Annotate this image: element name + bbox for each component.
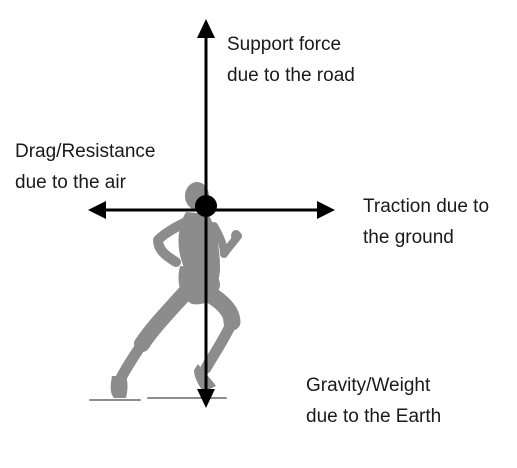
runner-rear-shin	[114, 338, 148, 386]
drag-arrowhead	[88, 201, 106, 219]
traction-force-line1: Traction due to	[363, 196, 490, 217]
drag-force-line1: Drag/Resistance	[15, 141, 156, 162]
drag-force-label: Drag/Resistance due to the air	[15, 136, 155, 198]
gravity-force-label: Gravity/Weight due to the Earth	[306, 370, 441, 432]
support-force-line1: Support force	[227, 34, 342, 55]
runner-rear-leg	[134, 284, 194, 352]
support-force-line2: due to the road	[227, 65, 355, 86]
gravity-arrowhead	[197, 389, 215, 408]
gravity-force-line1: Gravity/Weight	[306, 375, 431, 396]
runner-rear-foot	[110, 376, 128, 398]
support-force-label: Support force due to the road	[227, 29, 355, 91]
traction-arrowhead	[317, 201, 335, 219]
runner-front-thigh	[197, 283, 241, 331]
runner-front-arm	[210, 222, 242, 258]
support-arrowhead	[197, 19, 215, 38]
runner-front-hand	[231, 230, 241, 242]
runner-back-arm	[153, 215, 195, 267]
force-arrows	[88, 19, 335, 408]
drag-force-line2: due to the air	[15, 172, 126, 193]
gravity-force-line2: due to the Earth	[306, 406, 442, 427]
runner-silhouette	[89, 182, 242, 401]
runner-front-shin	[200, 316, 238, 374]
traction-force-line2: the ground	[363, 227, 454, 248]
center-of-mass-dot	[195, 195, 217, 217]
traction-force-label: Traction due to the ground	[363, 191, 489, 253]
